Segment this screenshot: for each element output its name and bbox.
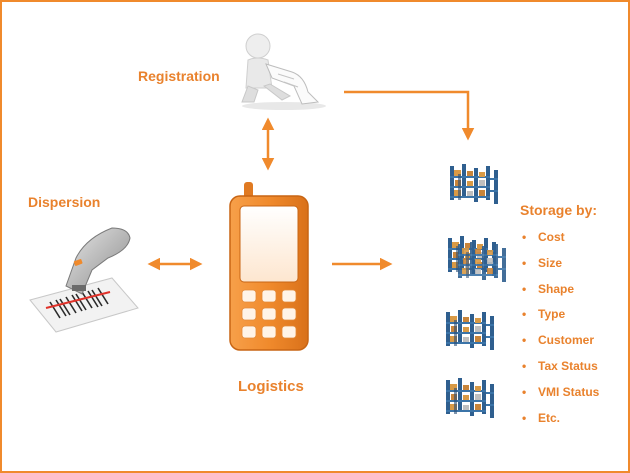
registration-label: Registration — [138, 68, 220, 84]
bullet-icon: • — [522, 333, 527, 348]
barcode-scanner-icon — [29, 227, 139, 333]
storage-title: Storage by: — [520, 202, 598, 218]
list-item: •Customer — [522, 333, 595, 348]
person-reading-scroll-icon — [241, 33, 326, 110]
list-item: •Shape — [522, 281, 575, 296]
bullet-icon: • — [522, 384, 527, 399]
warehouse-rack-icon — [446, 378, 494, 418]
list-item: •Type — [522, 307, 566, 322]
mobile-phone-icon — [229, 182, 309, 351]
logistics-label: Logistics — [238, 378, 304, 395]
bullet-icon: • — [522, 410, 527, 425]
list-item: •Etc. — [522, 410, 561, 425]
list-item: •VMI Status — [522, 384, 600, 399]
bullet-icon: • — [522, 307, 527, 322]
list-item: •Cost — [522, 230, 565, 244]
storage-list: •Cost •Size •Shape •Type •Customer •Tax … — [522, 230, 599, 436]
bullet-icon: • — [522, 255, 527, 270]
bullet-icon: • — [522, 230, 527, 244]
list-item: •Tax Status — [522, 358, 598, 373]
warehouse-rack-icon — [448, 236, 506, 282]
arrow-registration-storage — [344, 90, 475, 141]
warehouse-rack-icon — [450, 164, 498, 204]
bullet-icon: • — [522, 281, 527, 296]
warehouse-rack-icon — [446, 310, 494, 350]
dispersion-label: Dispersion — [28, 194, 101, 210]
bullet-icon: • — [522, 358, 527, 373]
list-item: •Size — [522, 255, 563, 270]
